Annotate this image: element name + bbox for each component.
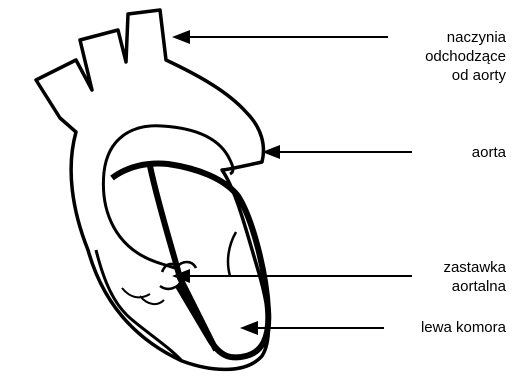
label-valve-line-1: zastawka xyxy=(443,258,506,277)
label-valve-line-2: aortalna xyxy=(443,277,506,296)
label-aorta-text: aorta xyxy=(472,143,506,162)
label-vessels-line-3: od aorty xyxy=(425,66,506,85)
label-aorta: aorta xyxy=(472,143,506,162)
label-left-ventricle: lewa komora xyxy=(421,318,506,337)
label-ventricle-text: lewa komora xyxy=(421,318,506,337)
label-vessels: naczynia odchodzące od aorty xyxy=(425,28,506,85)
label-aortic-valve: zastawka aortalna xyxy=(443,258,506,296)
label-vessels-line-1: naczynia xyxy=(425,28,506,47)
pointer-vessels xyxy=(172,30,388,44)
label-vessels-line-2: odchodzące xyxy=(425,47,506,66)
pointer-aorta xyxy=(262,145,412,159)
